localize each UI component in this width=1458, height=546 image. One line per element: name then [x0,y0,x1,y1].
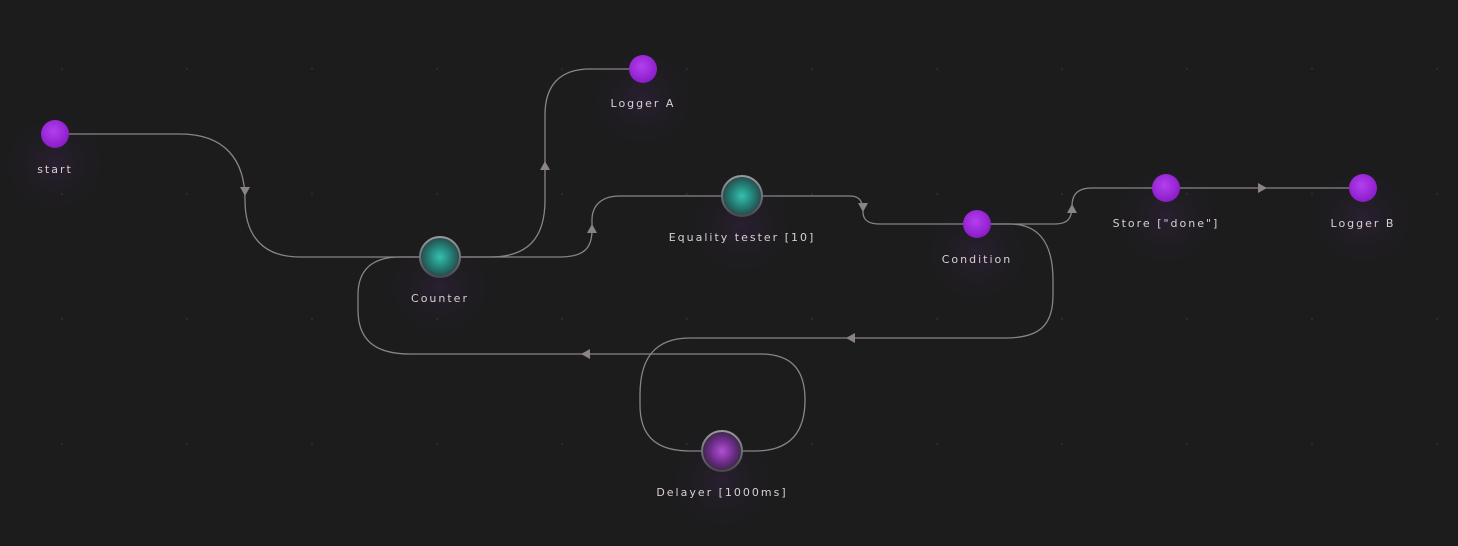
edge-start-to-counter[interactable] [55,133,440,258]
arrow-up-icon [1067,204,1077,213]
node-glow [382,232,498,342]
grid-dot [1060,192,1064,196]
node-glow [919,199,1035,309]
grid-dot [435,192,439,196]
grid-dot [1435,317,1439,321]
grid-dot [435,442,439,446]
node-glow [1305,163,1421,273]
node-counter[interactable]: Counter [411,236,469,305]
node-glow [664,426,780,536]
grid-dot [60,442,64,446]
grid-dot [810,192,814,196]
arrow-up-icon [587,224,597,233]
grid-dot [1060,442,1064,446]
edge-counter-to-logger-a[interactable] [440,68,643,258]
node-label: Logger A [611,97,676,110]
node-label: start [37,163,73,176]
edge-arrows [240,161,1267,359]
grid-dot [310,442,314,446]
node-label: Counter [411,292,469,305]
node-store[interactable]: Store ["done"] [1113,174,1220,230]
circle-node-icon [963,210,991,238]
node-label: Delayer [1000ms] [656,486,787,499]
grid-dot [560,317,564,321]
nodes: start Logger A Counter Equality tester [… [37,55,1396,499]
grid-dot [185,442,189,446]
grid-dot [1185,317,1189,321]
grid-dot [1060,317,1064,321]
arrow-down-icon [858,203,868,212]
node-glow [684,171,800,281]
grid-dot [185,317,189,321]
grid-dot [810,442,814,446]
node-label: Logger B [1331,217,1396,230]
grid-dot [560,67,564,71]
grid-dot [935,317,939,321]
node-label: Equality tester [10] [669,231,816,244]
grid-dot [1310,442,1314,446]
arrow-left-icon [581,349,590,359]
grid-dot [935,192,939,196]
node-glow [585,44,701,154]
grid-dot [1310,317,1314,321]
grid-dot [1435,67,1439,71]
grid-dot [185,192,189,196]
grid-dot [560,442,564,446]
orb-node-icon [701,430,743,472]
orb-node-icon [721,175,763,217]
grid-dot [310,317,314,321]
grid-dot [935,442,939,446]
node-condition[interactable]: Condition [942,210,1013,266]
orb-node-icon [419,236,461,278]
node-glows [0,44,1421,536]
grid-dot [60,317,64,321]
grid-dot [810,67,814,71]
node-logger-a[interactable]: Logger A [611,55,676,110]
grid-dot [810,317,814,321]
arrow-down-icon [240,187,250,196]
node-start[interactable]: start [37,120,73,176]
grid-dot [1185,67,1189,71]
grid-dot [435,67,439,71]
grid-dot [1060,67,1064,71]
grid-dot [310,192,314,196]
circle-node-icon [1152,174,1180,202]
circle-node-icon [629,55,657,83]
node-logger-b[interactable]: Logger B [1331,174,1396,230]
grid-dot [1435,442,1439,446]
arrow-right-icon [1258,183,1267,193]
node-glow [1108,163,1224,273]
node-equality-tester[interactable]: Equality tester [10] [669,175,816,244]
circle-node-icon [1349,174,1377,202]
grid-dot [60,67,64,71]
node-label: Condition [942,253,1013,266]
grid-dot [185,67,189,71]
circle-node-icon [41,120,69,148]
grid-dot [1185,442,1189,446]
arrow-left-icon [846,333,855,343]
grid-dot [935,67,939,71]
node-delayer[interactable]: Delayer [1000ms] [656,430,787,499]
grid-dot [310,67,314,71]
node-glow [0,109,113,219]
arrow-up-icon [540,161,550,170]
grid-dot [685,192,689,196]
grid-dot [1435,192,1439,196]
grid-dot [1310,67,1314,71]
grid-dot [685,317,689,321]
grid-dot [560,192,564,196]
node-label: Store ["done"] [1113,217,1220,230]
